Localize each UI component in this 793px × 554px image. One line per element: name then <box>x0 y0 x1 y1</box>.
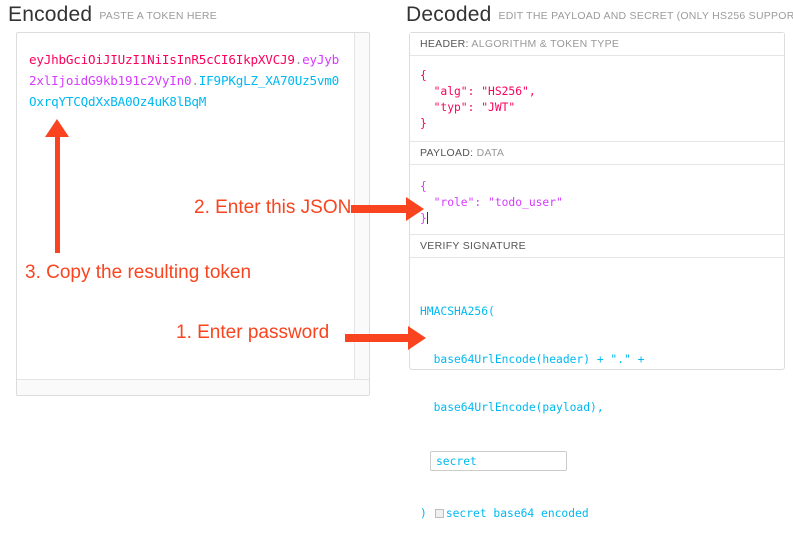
header-json-editor[interactable]: { "alg": "HS256", "typ": "JWT" } <box>410 56 784 142</box>
hmac-line-3: base64UrlEncode(payload), <box>420 401 604 414</box>
payload-section-label: PAYLOAD: DATA <box>410 142 784 165</box>
decoded-title: Decoded <box>406 3 492 26</box>
annotation-2-enter-json: 2. Enter this JSON <box>194 197 352 218</box>
payload-json-editor[interactable]: { "role": "todo_user" } <box>410 165 784 235</box>
token-signature-segment: IF9PKgLZ_XA70Uz5vm0OxrqYTCQdXxBA0Oz4uK8l… <box>29 73 340 109</box>
decoded-subtitle: EDIT THE PAYLOAD AND SECRET (ONLY HS256 … <box>498 10 793 22</box>
signature-editor: HMACSHA256( base64UrlEncode(header) + ".… <box>410 258 784 520</box>
encoded-subtitle: PASTE A TOKEN HERE <box>99 10 218 22</box>
decoded-panel: HEADER: ALGORITHM & TOKEN TYPE { "alg": … <box>409 32 785 520</box>
payload-json-text: { "role": "todo_user" } <box>420 180 563 225</box>
payload-section-label-strong: PAYLOAD: <box>420 147 474 159</box>
payload-section-label-rest: DATA <box>473 147 505 159</box>
text-caret <box>426 212 428 224</box>
base64-option-row: ) secret base64 encoded <box>420 506 784 522</box>
closing-paren: ) <box>420 507 427 520</box>
annotation-3-copy-token: 3. Copy the resulting token <box>25 262 252 283</box>
token-separator-1: . <box>294 52 303 67</box>
token-separator-2: . <box>191 73 199 88</box>
annotation-1-enter-password: 1. Enter password <box>176 322 330 343</box>
header-section-label-strong: HEADER: <box>420 38 469 50</box>
annotation-2-arrow-icon <box>351 197 424 221</box>
token-payload-segment: eyJyb2xlIjoidG9kb191c2VyIn0 <box>29 52 340 88</box>
hmac-line-1: HMACSHA256( <box>420 305 495 318</box>
decoded-column-heading: Decoded EDIT THE PAYLOAD AND SECRET (ONLY… <box>406 3 793 27</box>
encoded-token-text[interactable]: eyJhbGciOiJIUzI1NiIsInR5cCI6IkpXVCJ9.eyJ… <box>29 49 341 112</box>
annotation-1-arrow-icon <box>345 326 426 350</box>
base64-encoded-checkbox[interactable] <box>434 509 444 518</box>
encoded-title: Encoded <box>8 3 93 26</box>
header-section-label-rest: ALGORITHM & TOKEN TYPE <box>468 38 620 50</box>
hmac-line-2: base64UrlEncode(header) + "." + <box>420 353 645 366</box>
token-header-segment: eyJhbGciOiJIUzI1NiIsInR5cCI6IkpXVCJ9 <box>29 52 295 67</box>
secret-input[interactable] <box>430 451 567 471</box>
header-section-label: HEADER: ALGORITHM & TOKEN TYPE <box>410 33 784 56</box>
encoded-horizontal-scrollbar[interactable] <box>17 379 369 395</box>
signature-section-label-strong: VERIFY SIGNATURE <box>420 240 526 252</box>
base64-encoded-label: secret base64 encoded <box>445 507 589 520</box>
encoded-column-heading: Encoded PASTE A TOKEN HERE <box>8 3 217 27</box>
annotation-3-arrow-up-icon <box>45 119 69 253</box>
signature-section-label: VERIFY SIGNATURE <box>410 235 784 258</box>
